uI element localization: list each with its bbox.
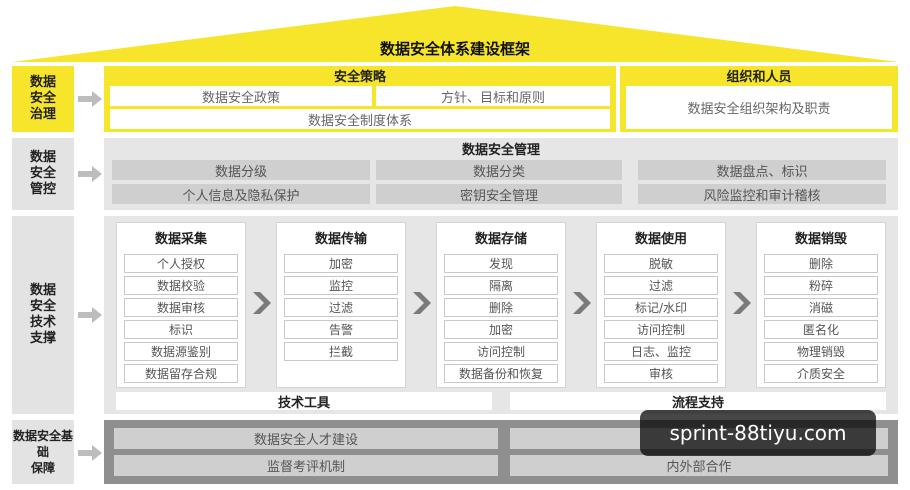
stage-item: 个人授权 (124, 254, 238, 273)
stage-card-use: 数据使用 脱敏 过滤 标记/水印 访问控制 日志、监控 审核 (596, 222, 726, 388)
tech-tools-bar: 技术工具 (116, 392, 492, 411)
org-item-box: 数据安全组织架构及职责 (626, 86, 892, 129)
stage-card-store: 数据存储 发现 隔离 删除 加密 访问控制 数据备份和恢复 (436, 222, 566, 388)
control-box: 个人信息及隐私保护 (112, 184, 370, 204)
system-box: 数据安全制度体系 (110, 109, 610, 129)
stage-item: 日志、监控 (604, 342, 718, 361)
control-box: 风险监控和审计稽核 (638, 184, 886, 204)
roof-shape (12, 6, 898, 62)
watermark-label: sprint-88tiyu.com (640, 410, 876, 456)
stage-item: 访问控制 (604, 320, 718, 339)
stage-item: 数据源鉴别 (124, 342, 238, 361)
stage-item: 过滤 (604, 276, 718, 295)
side-label-foundation: 数据安全基础 保障 (12, 420, 74, 484)
arrow-right-icon (78, 445, 102, 461)
stage-card-destroy: 数据销毁 删除 粉碎 消磁 匿名化 物理销毁 介质安全 (756, 222, 886, 388)
security-management-panel: 数据安全管理 数据分级 数据分类 数据盘点、标识 个人信息及隐私保护 密钥安全管… (104, 138, 898, 210)
foundation-box: 数据安全人才建设 (114, 428, 498, 449)
stage-item: 粉碎 (764, 276, 878, 295)
side-label-tech: 数据 安全 技术 支撑 (12, 216, 74, 414)
chevron-right-icon (573, 292, 591, 314)
chevron-right-icon (733, 292, 751, 314)
control-box: 密钥安全管理 (376, 184, 622, 204)
stage-item: 加密 (444, 320, 558, 339)
org-people-panel: 组织和人员 数据安全组织架构及职责 (620, 66, 898, 132)
stage-item: 拦截 (284, 342, 398, 361)
stage-title: 数据传输 (314, 231, 367, 247)
arrow-right-icon (78, 166, 102, 182)
tech-support-panel: 数据采集 个人授权 数据校验 数据审核 标识 数据源鉴别 数据留存合规 数据传输… (104, 216, 898, 414)
stage-title: 数据存储 (474, 231, 527, 247)
stage-item: 发现 (444, 254, 558, 273)
stage-item: 介质安全 (764, 364, 878, 383)
stage-item: 删除 (764, 254, 878, 273)
side-label-control: 数据 安全 管控 (12, 138, 74, 210)
stage-item: 过滤 (284, 298, 398, 317)
stage-card-transmit: 数据传输 加密 监控 过滤 告警 拦截 (276, 222, 406, 388)
stage-item: 消磁 (764, 298, 878, 317)
arrow-right-icon (78, 307, 102, 323)
org-title: 组织和人员 (726, 69, 792, 85)
stage-item: 匿名化 (764, 320, 878, 339)
stage-item: 监控 (284, 276, 398, 295)
stage-title: 数据使用 (634, 231, 687, 247)
stage-item: 隔离 (444, 276, 558, 295)
stage-item: 数据校验 (124, 276, 238, 295)
stage-item: 数据审核 (124, 298, 238, 317)
principles-box: 方针、目标和原则 (376, 86, 610, 106)
stage-item: 加密 (284, 254, 398, 273)
control-box: 数据分级 (112, 160, 370, 180)
stage-item: 审核 (604, 364, 718, 383)
foundation-box: 监督考评机制 (114, 455, 498, 476)
process-support-bar: 流程支持 (510, 392, 886, 411)
stage-item: 访问控制 (444, 342, 558, 361)
stage-title: 数据采集 (154, 231, 207, 247)
control-box: 数据盘点、标识 (638, 160, 886, 180)
chevron-right-icon (253, 292, 271, 314)
strategy-title: 安全策略 (333, 69, 386, 85)
management-title: 数据安全管理 (461, 142, 540, 158)
security-strategy-panel: 安全策略 数据安全政策 方针、目标和原则 数据安全制度体系 (104, 66, 616, 132)
stage-item: 物理销毁 (764, 342, 878, 361)
control-box: 数据分类 (376, 160, 622, 180)
chevron-right-icon (413, 292, 431, 314)
side-label-governance: 数据 安全 治理 (12, 66, 74, 132)
stage-item: 数据留存合规 (124, 364, 238, 383)
stage-item: 标记/水印 (604, 298, 718, 317)
stage-item: 标识 (124, 320, 238, 339)
framework-title: 数据安全体系建设框架 (379, 39, 530, 58)
policy-box: 数据安全政策 (110, 86, 372, 106)
stage-card-collect: 数据采集 个人授权 数据校验 数据审核 标识 数据源鉴别 数据留存合规 (116, 222, 246, 388)
arrow-right-icon (78, 91, 102, 107)
stage-title: 数据销毁 (794, 231, 847, 247)
stage-item: 脱敏 (604, 254, 718, 273)
foundation-box: 内外部合作 (510, 455, 888, 476)
stage-item: 数据备份和恢复 (444, 364, 558, 383)
stage-item: 告警 (284, 320, 398, 339)
stage-item: 删除 (444, 298, 558, 317)
